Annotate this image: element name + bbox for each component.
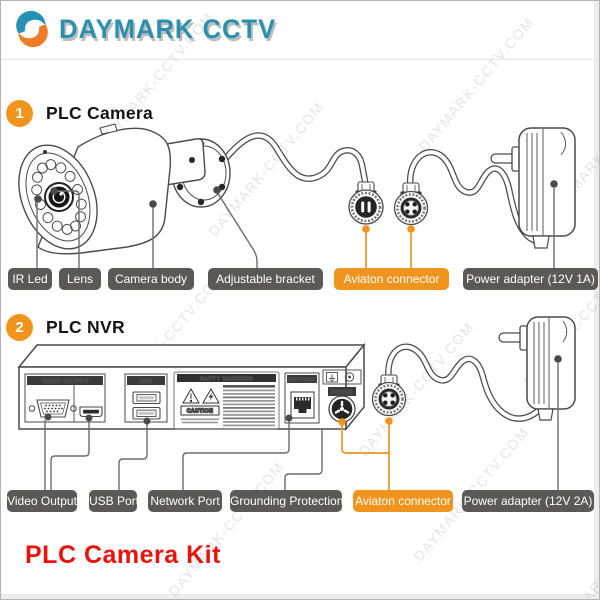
- callout-lines-orange-2: [341, 423, 390, 490]
- camera-lens: [44, 182, 74, 212]
- section-2-title: 2 PLC NVR: [6, 314, 125, 341]
- fine-print-lines: [181, 385, 275, 427]
- power-panel-label: POWER: [331, 390, 353, 396]
- label-adjustable-bracket: Adjustable bracket: [208, 268, 323, 290]
- caution-label: CAUTION: [187, 409, 213, 415]
- brand-logo: DAYMARK CCTV: [13, 10, 288, 48]
- camera-cable: [223, 132, 369, 185]
- usb-port-1: [132, 391, 161, 405]
- label-camera-body: Camera body: [108, 268, 194, 290]
- callout-dots-1: [34, 180, 558, 208]
- callout-dots-orange-1: [362, 225, 415, 233]
- video-output-panel-label: VIDEO OUTPUT: [41, 379, 88, 385]
- callout-lines-section-2: [44, 363, 559, 490]
- warning-triangle-icon: [182, 387, 220, 404]
- power-din-port: [328, 395, 356, 423]
- nvr-illustration: VIDEO OUTPUT: [17, 342, 366, 432]
- label-aviaton-connector-2: Aviaton connector: [353, 490, 453, 512]
- aviation-connector-male: [348, 181, 384, 225]
- safety-warning-label: SAFTY WARNING: [200, 376, 253, 382]
- label-video-output: Video Output: [7, 490, 77, 512]
- aviation-connector-nvr: [371, 374, 407, 417]
- usb-panel-label: USB: [140, 379, 153, 385]
- ground-symbol-icon: [326, 372, 338, 383]
- label-grounding-protection: Grounding Protection: [230, 490, 343, 512]
- hdmi-port: [79, 406, 103, 418]
- label-power-adapter-1: Power adapter (12V 1A): [463, 268, 598, 290]
- adapter-2-cable: [385, 343, 547, 422]
- callout-lines-section-1: [36, 188, 555, 268]
- brand-logo-text: DAYMARK CCTV: [59, 13, 277, 44]
- swirl-icon: [16, 10, 48, 48]
- usb-port-2: [132, 406, 161, 420]
- section-2-number-badge: 2: [6, 314, 33, 341]
- section-1-title: 1 PLC Camera: [6, 100, 153, 127]
- callout-dots-orange-2: [338, 417, 393, 426]
- label-ir-led: IR Led: [8, 268, 52, 290]
- nvr-network-panel: NETWORK: [284, 372, 320, 424]
- callout-dots-2: [44, 355, 562, 425]
- callout-lines-orange-1: [365, 231, 412, 268]
- header-divider: [1, 59, 599, 60]
- label-usb-port: USB Port: [89, 490, 139, 512]
- power-adapter-1: [490, 127, 576, 249]
- adapter-1-cable: [406, 149, 545, 248]
- power-adapter-2: [498, 316, 576, 421]
- network-panel-label: NETWORK: [288, 377, 316, 383]
- camera-illustration: [18, 123, 231, 255]
- nvr-usb-panel: USB: [124, 373, 168, 423]
- label-aviaton-connector-1: Aviaton connector: [334, 268, 449, 290]
- label-power-adapter-2: Power adapter (12V 2A): [462, 490, 594, 512]
- nvr-video-output-panel: VIDEO OUTPUT: [24, 373, 106, 423]
- nvr-power-panel: POWER: [322, 369, 362, 423]
- nvr-safety-warning-sticker: SAFTY WARNING CAUTION: [173, 371, 280, 430]
- section-1-name: PLC Camera: [46, 103, 154, 123]
- ethernet-port: [290, 391, 315, 419]
- label-network-port: Network Port: [148, 490, 222, 512]
- kit-title: PLC Camera Kit: [25, 541, 221, 569]
- label-lens: Lens: [59, 268, 101, 290]
- aviation-connector-female: [393, 182, 429, 226]
- vga-port: [28, 399, 77, 418]
- section-1-number-badge: 1: [6, 100, 33, 127]
- section-2-name: PLC NVR: [46, 317, 125, 337]
